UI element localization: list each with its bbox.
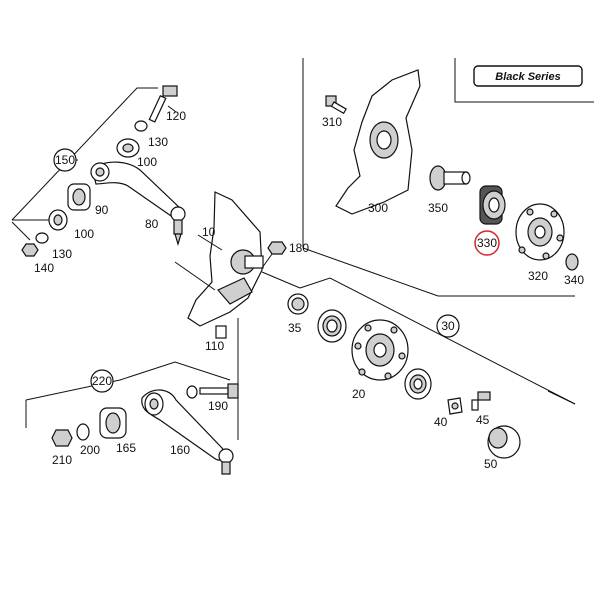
lower-control-arm-160 — [141, 389, 234, 475]
label-100-top: 100 — [137, 155, 157, 169]
label-100-lower: 100 — [74, 227, 94, 241]
highlight-330 — [474, 230, 500, 256]
hub-group: 30 35 20 — [287, 277, 576, 471]
black-series-badge: Black Series — [495, 71, 560, 83]
label-180: 180 — [289, 241, 309, 255]
label-165: 165 — [116, 441, 136, 455]
upper-control-arm-80 — [90, 161, 186, 247]
bolt-120 — [148, 85, 178, 123]
wheel-hub-20 — [351, 319, 409, 381]
label-35: 35 — [288, 321, 302, 335]
callout-220 — [90, 369, 114, 393]
bushing-90 — [67, 183, 91, 211]
washer-130-lower — [35, 232, 49, 244]
badge-frame — [473, 65, 583, 87]
bearing-330 — [479, 185, 506, 225]
label-310: 310 — [322, 115, 342, 129]
label-210: 210 — [52, 453, 72, 467]
label-45: 45 — [476, 413, 490, 427]
nut-180 — [267, 241, 287, 255]
label-20: 20 — [352, 387, 366, 401]
clip-110 — [215, 325, 227, 339]
shaft-350 — [429, 165, 471, 191]
label-320: 320 — [528, 269, 548, 283]
steering-knuckle-10 — [187, 191, 264, 327]
label-200: 200 — [80, 443, 100, 457]
washer-130-top — [134, 120, 148, 132]
label-220: 220 — [92, 374, 112, 388]
label-10: 10 — [202, 225, 216, 239]
bearing-inner — [317, 309, 347, 343]
hub-320 — [515, 203, 565, 261]
label-300: 300 — [368, 201, 388, 215]
bolt-190 — [186, 383, 239, 399]
label-330: 330 — [477, 236, 497, 250]
bushing-165 — [99, 407, 127, 439]
washer-200 — [76, 423, 90, 441]
nut-210 — [51, 429, 73, 447]
nut-140 — [21, 243, 39, 257]
label-40: 40 — [434, 415, 448, 429]
grease-cap-50 — [487, 425, 521, 459]
nut-340 — [565, 253, 579, 271]
label-90: 90 — [95, 203, 109, 217]
knuckle-300 — [335, 69, 421, 215]
callout-30 — [436, 314, 460, 338]
clamp-nut-40 — [447, 397, 463, 415]
label-110: 110 — [205, 339, 224, 353]
label-150: 150 — [55, 153, 75, 167]
label-30: 30 — [441, 319, 455, 333]
label-120: 120 — [166, 109, 186, 123]
bushing-100-lower — [48, 209, 68, 231]
label-80: 80 — [145, 217, 159, 231]
black-series-inset: Black Series — [302, 58, 594, 297]
label-340: 340 — [564, 273, 584, 287]
label-350: 350 — [428, 201, 448, 215]
upper-arm-group: 150 120 130 100 80 — [11, 85, 186, 275]
bushing-100-top — [116, 138, 140, 158]
label-50: 50 — [484, 457, 498, 471]
callout-150 — [53, 148, 77, 172]
bearing-outer — [404, 368, 432, 400]
bolt-310 — [325, 95, 347, 115]
label-140: 140 — [34, 261, 54, 275]
black-series-parts: 310 300 350 330 — [322, 69, 584, 287]
screw-45 — [471, 391, 491, 411]
label-160: 160 — [170, 443, 190, 457]
lower-arm-group: 220 210 200 165 160 190 — [25, 361, 239, 475]
label-130-lower: 130 — [52, 247, 72, 261]
label-130-top: 130 — [148, 135, 168, 149]
label-190: 190 — [208, 399, 228, 413]
seal-35 — [287, 293, 309, 315]
